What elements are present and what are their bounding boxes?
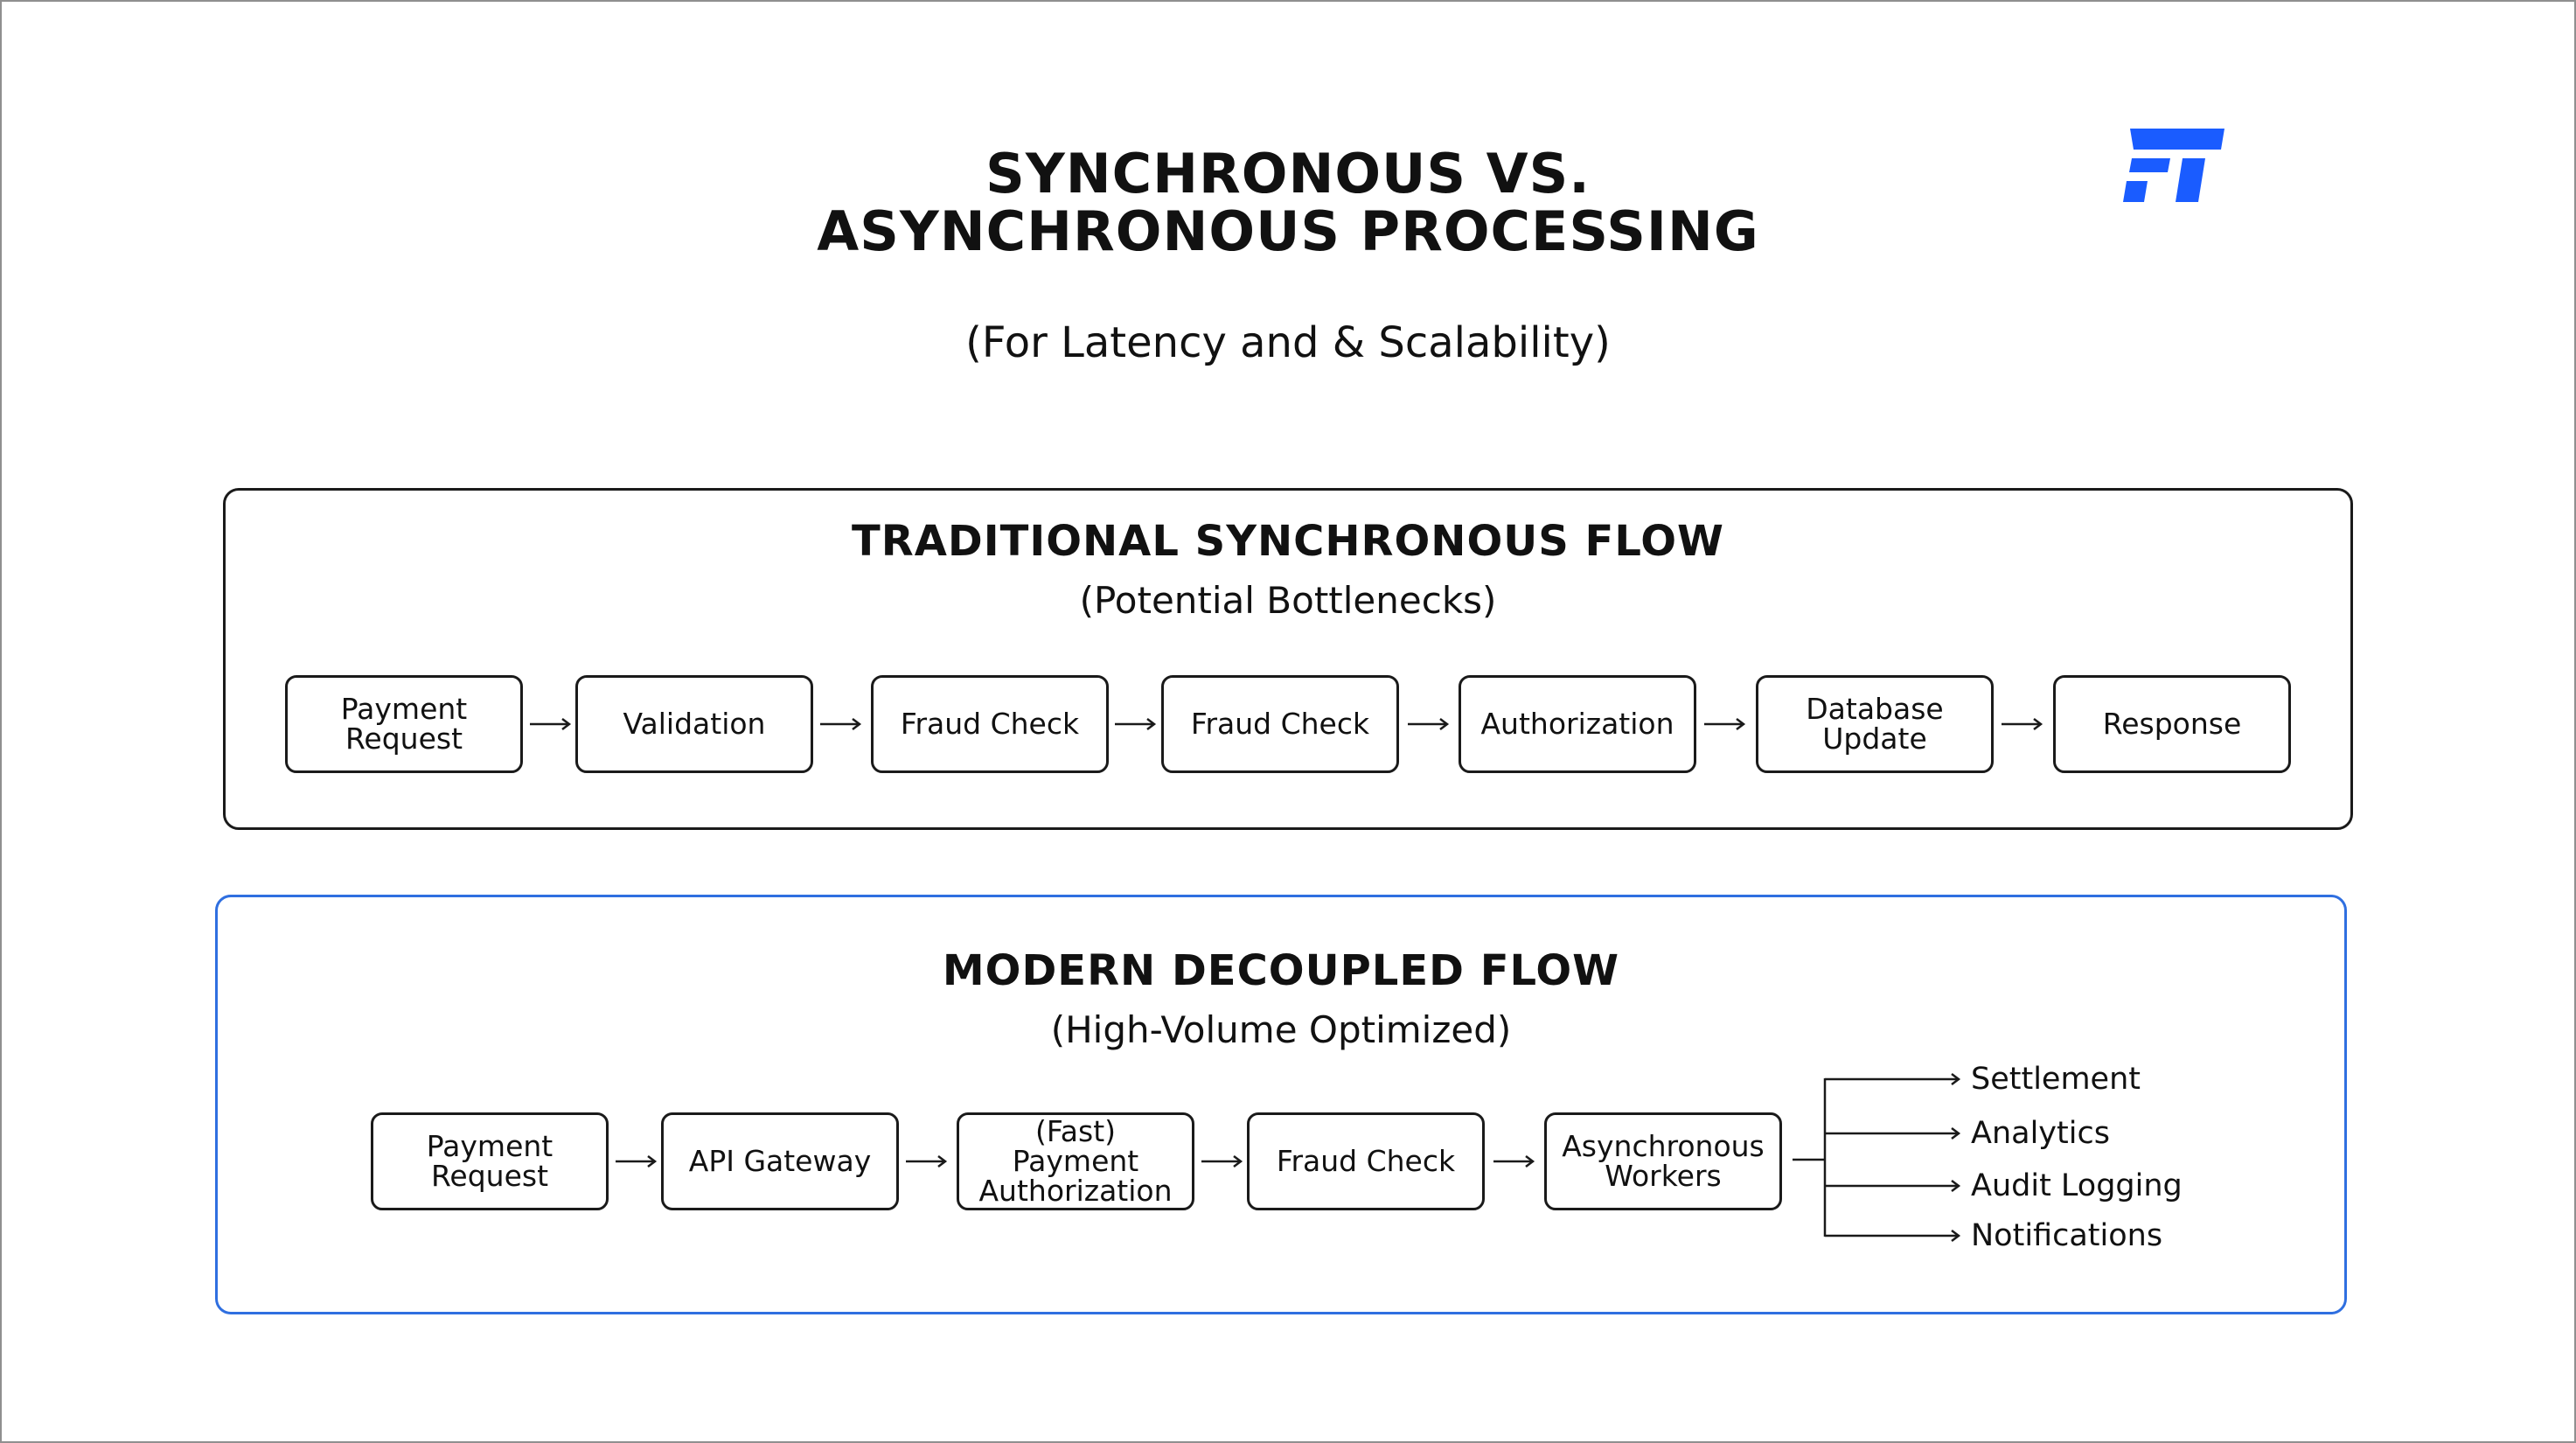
fan-out-arrow-icon — [1825, 1180, 1961, 1192]
async-arrow-icon — [616, 1155, 658, 1168]
sync-step-label: Payment — [340, 692, 468, 726]
sync-step-label: Request — [345, 722, 463, 756]
sync-step-label: Fraud Check — [900, 707, 1080, 741]
output-settlement: Settlement — [1971, 1062, 2141, 1097]
sync-step-label: Validation — [623, 707, 766, 741]
async-step-label: API Gateway — [688, 1144, 872, 1178]
fan-out-arrow-icon — [1825, 1073, 1961, 1085]
output-notifications: Notifications — [1971, 1218, 2163, 1253]
sync-flow-subtitle: (Potential Bottlenecks) — [1079, 579, 1497, 622]
sync-arrow-icon — [1408, 718, 1450, 730]
title-line-2: ASYNCHRONOUS PROCESSING — [817, 199, 1759, 263]
async-step-fraud-check: Fraud Check — [1247, 1112, 1485, 1210]
sync-arrow-icon — [530, 718, 572, 730]
sync-step-fraud-check-2: Fraud Check — [1161, 675, 1399, 773]
page-title: SYNCHRONOUS VS. ASYNCHRONOUS PROCESSING — [0, 145, 2576, 261]
async-step-label: Fraud Check — [1276, 1144, 1456, 1178]
async-step-label: Request — [430, 1159, 549, 1193]
sync-arrow-icon — [2002, 718, 2043, 730]
async-flow-subtitle: (High-Volume Optimized) — [1050, 1008, 1512, 1051]
sync-step-authorization: Authorization — [1459, 675, 1696, 773]
async-step-label: Workers — [1605, 1159, 1722, 1193]
async-step-label: Authorization — [978, 1174, 1173, 1208]
sync-step-label: Authorization — [1480, 707, 1674, 741]
async-arrow-icon — [906, 1155, 948, 1168]
sync-step-fraud-check-1: Fraud Check — [871, 675, 1109, 773]
sync-step-validation: Validation — [575, 675, 813, 773]
sync-step-label: Response — [2102, 707, 2242, 741]
sync-arrow-icon — [820, 718, 862, 730]
sync-step-response: Response — [2053, 675, 2291, 773]
async-flow-title: MODERN DECOUPLED FLOW — [942, 946, 1620, 995]
async-arrow-icon — [1201, 1155, 1243, 1168]
sync-arrow-icon — [1115, 718, 1157, 730]
page-subtitle: (For Latency and & Scalability) — [965, 318, 1611, 367]
sync-step-label: Database — [1806, 692, 1944, 726]
output-analytics: Analytics — [1971, 1116, 2110, 1151]
async-step-api-gateway: API Gateway — [661, 1112, 899, 1210]
async-step-label: Asynchronous — [1562, 1129, 1765, 1163]
fan-out-arrow-icon — [1825, 1127, 1961, 1140]
output-audit-logging: Audit Logging — [1971, 1168, 2183, 1203]
async-arrow-icon — [1493, 1155, 1535, 1168]
sync-step-label: Update — [1822, 722, 1927, 756]
sync-step-label: Fraud Check — [1190, 707, 1370, 741]
sync-arrow-icon — [1704, 718, 1746, 730]
sync-flow-title: TRADITIONAL SYNCHRONOUS FLOW — [852, 517, 1724, 566]
async-flow-panel: MODERN DECOUPLED FLOW (High-Volume Optim… — [215, 895, 2347, 1314]
title-line-1: SYNCHRONOUS VS. — [985, 142, 1591, 206]
fan-out-arrow-icon — [1825, 1230, 1961, 1242]
async-step-label: Payment — [426, 1129, 553, 1163]
ft-logo-icon — [2123, 129, 2224, 202]
async-step-label: (Fast) Payment — [1012, 1114, 1139, 1178]
